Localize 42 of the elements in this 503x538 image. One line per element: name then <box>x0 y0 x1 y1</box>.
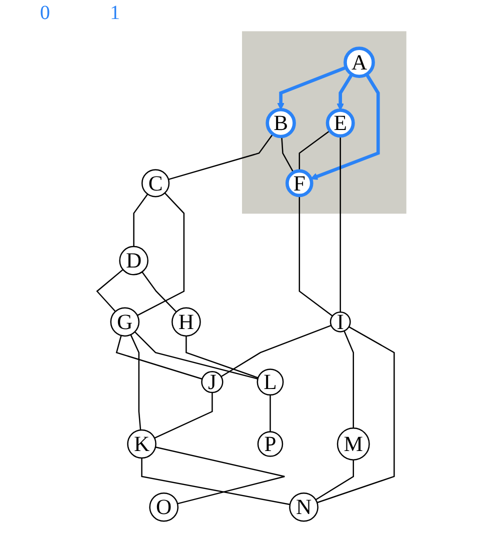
level-number: 1 <box>110 2 120 25</box>
edge-line <box>96 269 124 312</box>
edge-line <box>155 446 286 504</box>
vertex-circle: I <box>330 310 351 334</box>
arrow <box>310 73 380 180</box>
edge-line <box>344 330 354 428</box>
vertex-circle: B <box>266 108 296 138</box>
edge-line <box>220 324 332 378</box>
edge-line <box>270 394 271 432</box>
edge-line <box>316 326 395 504</box>
edge-line <box>137 192 185 316</box>
vertex-circle: C <box>141 169 170 198</box>
vertex-circle: N <box>289 492 318 522</box>
arrow <box>336 73 354 111</box>
vertex-circle: P <box>257 431 284 457</box>
edge-line <box>134 331 258 380</box>
edge-line <box>130 334 142 430</box>
edge-line <box>133 194 148 247</box>
vertex-circle: D <box>119 246 148 276</box>
vertex-circle: F <box>285 169 314 198</box>
vertex-circle: O <box>149 492 179 522</box>
vertex-circle: E <box>326 108 355 138</box>
vertex-circle: J <box>201 370 224 394</box>
vertex-circle: A <box>344 46 375 78</box>
arrow <box>277 66 347 110</box>
vertex-circle: K <box>127 429 156 459</box>
edge-line <box>281 136 294 173</box>
vertex-circle: M <box>336 428 370 460</box>
edge-line <box>154 392 213 439</box>
vertex-circle: H <box>172 307 201 337</box>
vertex-circle: G <box>110 307 140 337</box>
edge-line <box>141 458 290 506</box>
edge-line <box>298 195 333 317</box>
edge-line <box>340 136 341 312</box>
edge-line <box>186 336 258 378</box>
edge-line <box>116 335 202 380</box>
vertex-circle: L <box>256 368 284 396</box>
edge-line <box>298 130 330 171</box>
edge-line <box>168 134 274 180</box>
level-number: 0 <box>40 2 50 25</box>
edge-line <box>315 460 354 500</box>
edge-line <box>142 272 177 312</box>
